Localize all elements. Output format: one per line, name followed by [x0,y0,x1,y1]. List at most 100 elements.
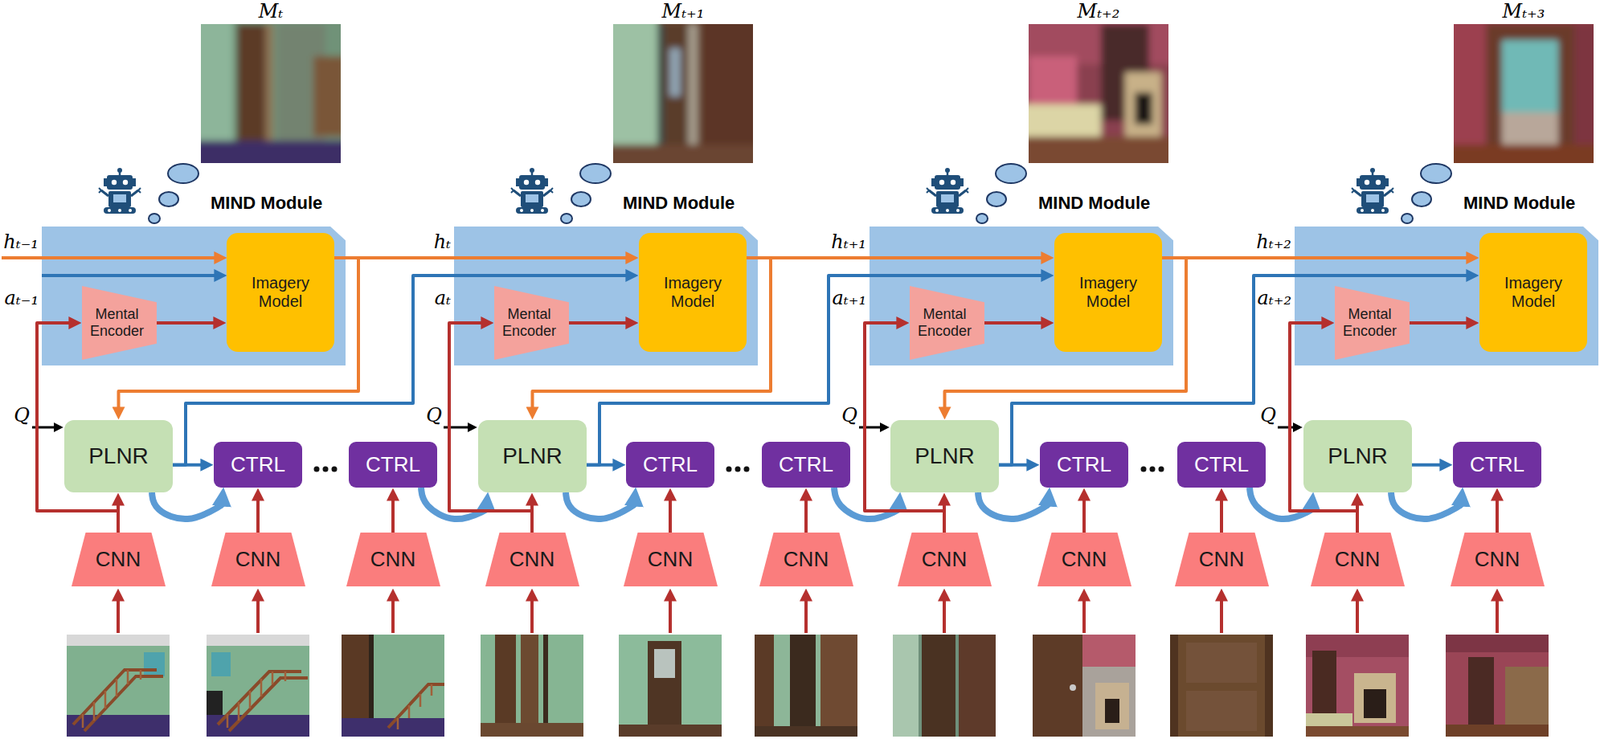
label-holder: Q [13,405,30,426]
panel-heading: MIND Module [1463,192,1576,214]
camera-frame-part [82,670,141,729]
label-holder: Mₜ₊₃ [1502,1,1546,22]
controller-box: CTRL [1452,441,1542,488]
ellipsis-dots [314,466,1165,473]
action-label: aₜ [434,288,451,309]
incoming-state-arrow [1,256,216,260]
connector-arrow [746,256,1043,260]
camera-frame-part [647,641,682,729]
cnn-encoder: CNN [346,532,441,587]
camera-frame-part [921,634,956,737]
frame-input-arrows-part [530,600,534,634]
imagined-frame-part [200,24,341,164]
controller-box-label: CTRL [1056,453,1112,478]
label-holder: hₜ₊₁ [830,232,867,253]
mental-encoder: Mental Encoder [909,286,985,361]
cnn-encoder-label: CNN [1198,548,1244,573]
label-holder: hₜ₋₁ [3,232,39,253]
imagined-frame-part-part-part [669,48,681,97]
imagined-frame-part-part [1028,24,1169,164]
robot-and-thought-bubbles [926,163,1027,224]
imagined-frame-part-part-part [657,24,664,153]
control-flow-arrow [151,492,222,520]
imagined-frame-part-part-part [1574,24,1594,164]
control-flow-arrow [565,492,635,520]
planner-box-label: PLNR [1327,443,1388,470]
camera-frame-part [1082,634,1136,737]
connector-arrow [568,321,627,325]
mental-encoder-fill [81,286,157,361]
camera-frame-part [1305,634,1409,737]
label-holder: hₜ [433,232,451,253]
label-holder: aₜ₊₂ [1256,288,1292,309]
connector-arrow [256,499,260,533]
camera-frame-part [1104,699,1120,724]
connector-arrow [1219,499,1224,533]
mental-encoder-label: Mental Encoder [1338,306,1402,340]
controller-box-label: CTRL [1194,453,1249,478]
label-holder: aₜ [434,288,451,309]
camera-frame-part [143,652,165,677]
mind-module-panel-fill [1294,226,1599,366]
cnn-encoder-fill [623,532,718,587]
mental-encoder-label: Mental Encoder [912,306,977,340]
control-flow-arrow [1249,487,1312,520]
imagery-model-label: Imagery Model [645,274,741,311]
label-holder: Mₜ₊₂ [1077,1,1121,22]
connector-arrow [391,499,395,533]
imagined-frame-part-part-part [200,140,341,164]
label-holder: hₜ₊₂ [1256,232,1292,253]
panel-heading-holder: MIND Module [210,192,323,214]
cnn-encoder-label: CNN [370,548,416,573]
incoming-action-arrow [41,274,216,278]
controller-box: CTRL [1039,441,1129,488]
imagined-frame-part-part-part [1453,24,1594,164]
camera-frame-part [206,634,310,737]
cnn-encoder-fill [1310,532,1405,587]
imagery-model-label: Imagery Model [1485,274,1581,311]
imagined-frame-part-part-part [237,24,266,145]
imagined-frame-part-part-part [1501,40,1559,113]
robot-and-thought-bubbles [1351,163,1452,224]
cnn-encoder: CNN [1450,532,1545,587]
imagined-frame-part-part-part [613,24,753,164]
imagined-frame-part-part-part [687,24,698,153]
camera-frame-part [543,634,549,737]
cnn-encoder: CNN [1174,532,1269,587]
camera-frame-part [1095,683,1130,730]
ellipsis-dots-part [314,466,320,473]
hidden-state-label: hₜ₊₁ [830,232,867,253]
imagined-frame-label: Mₜ₊₂ [1077,1,1121,22]
cnn-encoder-fill [897,532,992,587]
planner-box: PLNR [64,420,173,493]
planner-box: PLNR [478,420,587,493]
camera-frame-part [211,652,231,677]
mental-encoder-label: Mental Encoder [497,306,561,340]
imagery-model-label: Imagery Model [1060,274,1156,311]
camera-frame-part [1069,684,1077,692]
imagined-frame-part-part-part [613,24,658,164]
label-holder: aₜ₊₁ [831,288,867,309]
imagined-frame-part-part-part [1125,72,1162,137]
mind-module-panel: MIND ModuleMental EncoderImagery Model [1294,226,1599,366]
planner-box-label: PLNR [88,443,149,470]
planner-box-label: PLNR [914,443,975,470]
camera-frame [1032,634,1136,737]
camera-frame [892,634,996,737]
imagined-frame-part-part-part [701,24,753,164]
mental-encoder: Mental Encoder [1334,286,1410,361]
question-label: Q [13,405,30,426]
imagined-frame-part-part-part [1028,56,1077,113]
camera-frame-part [958,634,996,737]
camera-frame-part [820,634,858,737]
camera-frame-part [754,634,858,737]
question-arrows-part [859,426,881,430]
cnn-encoder-label: CNN [1334,548,1380,573]
cnn-encoder-fill [485,532,580,587]
camera-frame-part [618,634,722,737]
camera-frame-part [397,684,432,730]
mind-module-panel: MIND ModuleMental EncoderImagery Model [454,226,758,366]
cnn-encoder-label: CNN [921,548,967,573]
cnn-encoder-label: CNN [1061,548,1107,573]
planner-box-label: PLNR [502,443,563,470]
